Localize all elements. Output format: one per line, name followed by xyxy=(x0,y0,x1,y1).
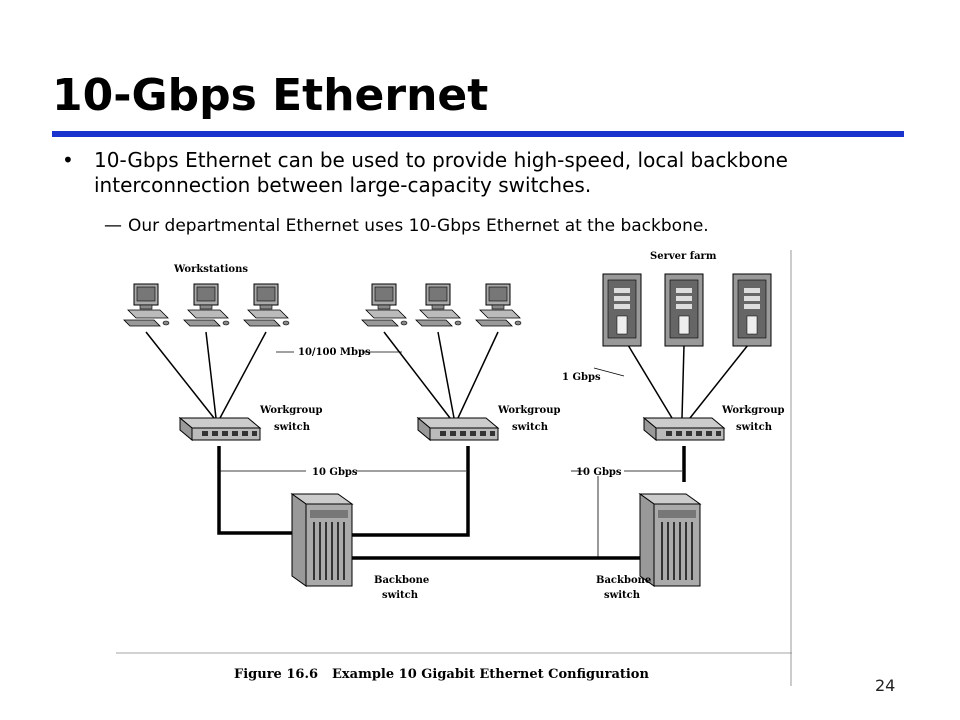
workstation-links xyxy=(145,331,499,419)
figure-caption-number: Figure 16.6 xyxy=(234,667,318,682)
workstation-icon xyxy=(415,283,462,327)
workstation-speed-label: 10/100 Mbps xyxy=(298,347,371,358)
slide-title: 10-Gbps Ethernet xyxy=(52,70,489,121)
label-leaders xyxy=(219,351,682,558)
workstations-label: Workstations xyxy=(173,264,248,275)
workgroup-switch-icon xyxy=(643,417,725,441)
backbone-switch-icon xyxy=(639,493,701,587)
backbone-switch-icon xyxy=(291,493,353,587)
server-links xyxy=(627,344,749,419)
switch-label: switch xyxy=(736,422,773,433)
backbone-speed-label: 10 Gbps xyxy=(312,467,358,478)
server-icon xyxy=(602,273,642,347)
workgroup-switch-icon xyxy=(179,417,261,441)
server-icon xyxy=(664,273,704,347)
backbone-links xyxy=(217,446,686,560)
network-diagram: Workstations Server farm 10/100 Mbps 1 G… xyxy=(116,250,792,686)
figure-caption-text: Example 10 Gigabit Ethernet Configuratio… xyxy=(332,667,649,682)
workstation-icon xyxy=(183,283,230,327)
workstation-icon xyxy=(361,283,408,327)
sub-bullet-item: — Our departmental Ethernet uses 10-Gbps … xyxy=(104,215,709,236)
title-underline xyxy=(52,131,904,137)
workstation-icon xyxy=(243,283,290,327)
switch-label: switch xyxy=(274,422,311,433)
sub-bullet-marker: — xyxy=(104,215,122,236)
page-number: 24 xyxy=(875,676,896,695)
workgroup-label: Workgroup xyxy=(259,405,322,416)
workstation-icon xyxy=(475,283,522,327)
workstation-icon xyxy=(123,283,170,327)
workgroup-label: Workgroup xyxy=(497,405,560,416)
switch-label: switch xyxy=(512,422,549,433)
backbone-label: Backbone xyxy=(596,575,651,586)
switch-label: switch xyxy=(382,590,419,601)
server-speed-label: 1 Gbps xyxy=(562,372,601,383)
switch-label: switch xyxy=(604,590,641,601)
workgroup-label: Workgroup xyxy=(721,405,784,416)
workgroup-switch-icon xyxy=(417,417,499,441)
backbone-label: Backbone xyxy=(374,575,429,586)
bullet-marker: • xyxy=(62,148,74,172)
backbone-speed-label: 10 Gbps xyxy=(576,467,622,478)
sub-bullet-text: Our departmental Ethernet uses 10-Gbps E… xyxy=(128,216,709,236)
server-farm-label: Server farm xyxy=(650,251,717,262)
server-icon xyxy=(732,273,772,347)
bullet-text: 10-Gbps Ethernet can be used to provide … xyxy=(94,148,788,197)
